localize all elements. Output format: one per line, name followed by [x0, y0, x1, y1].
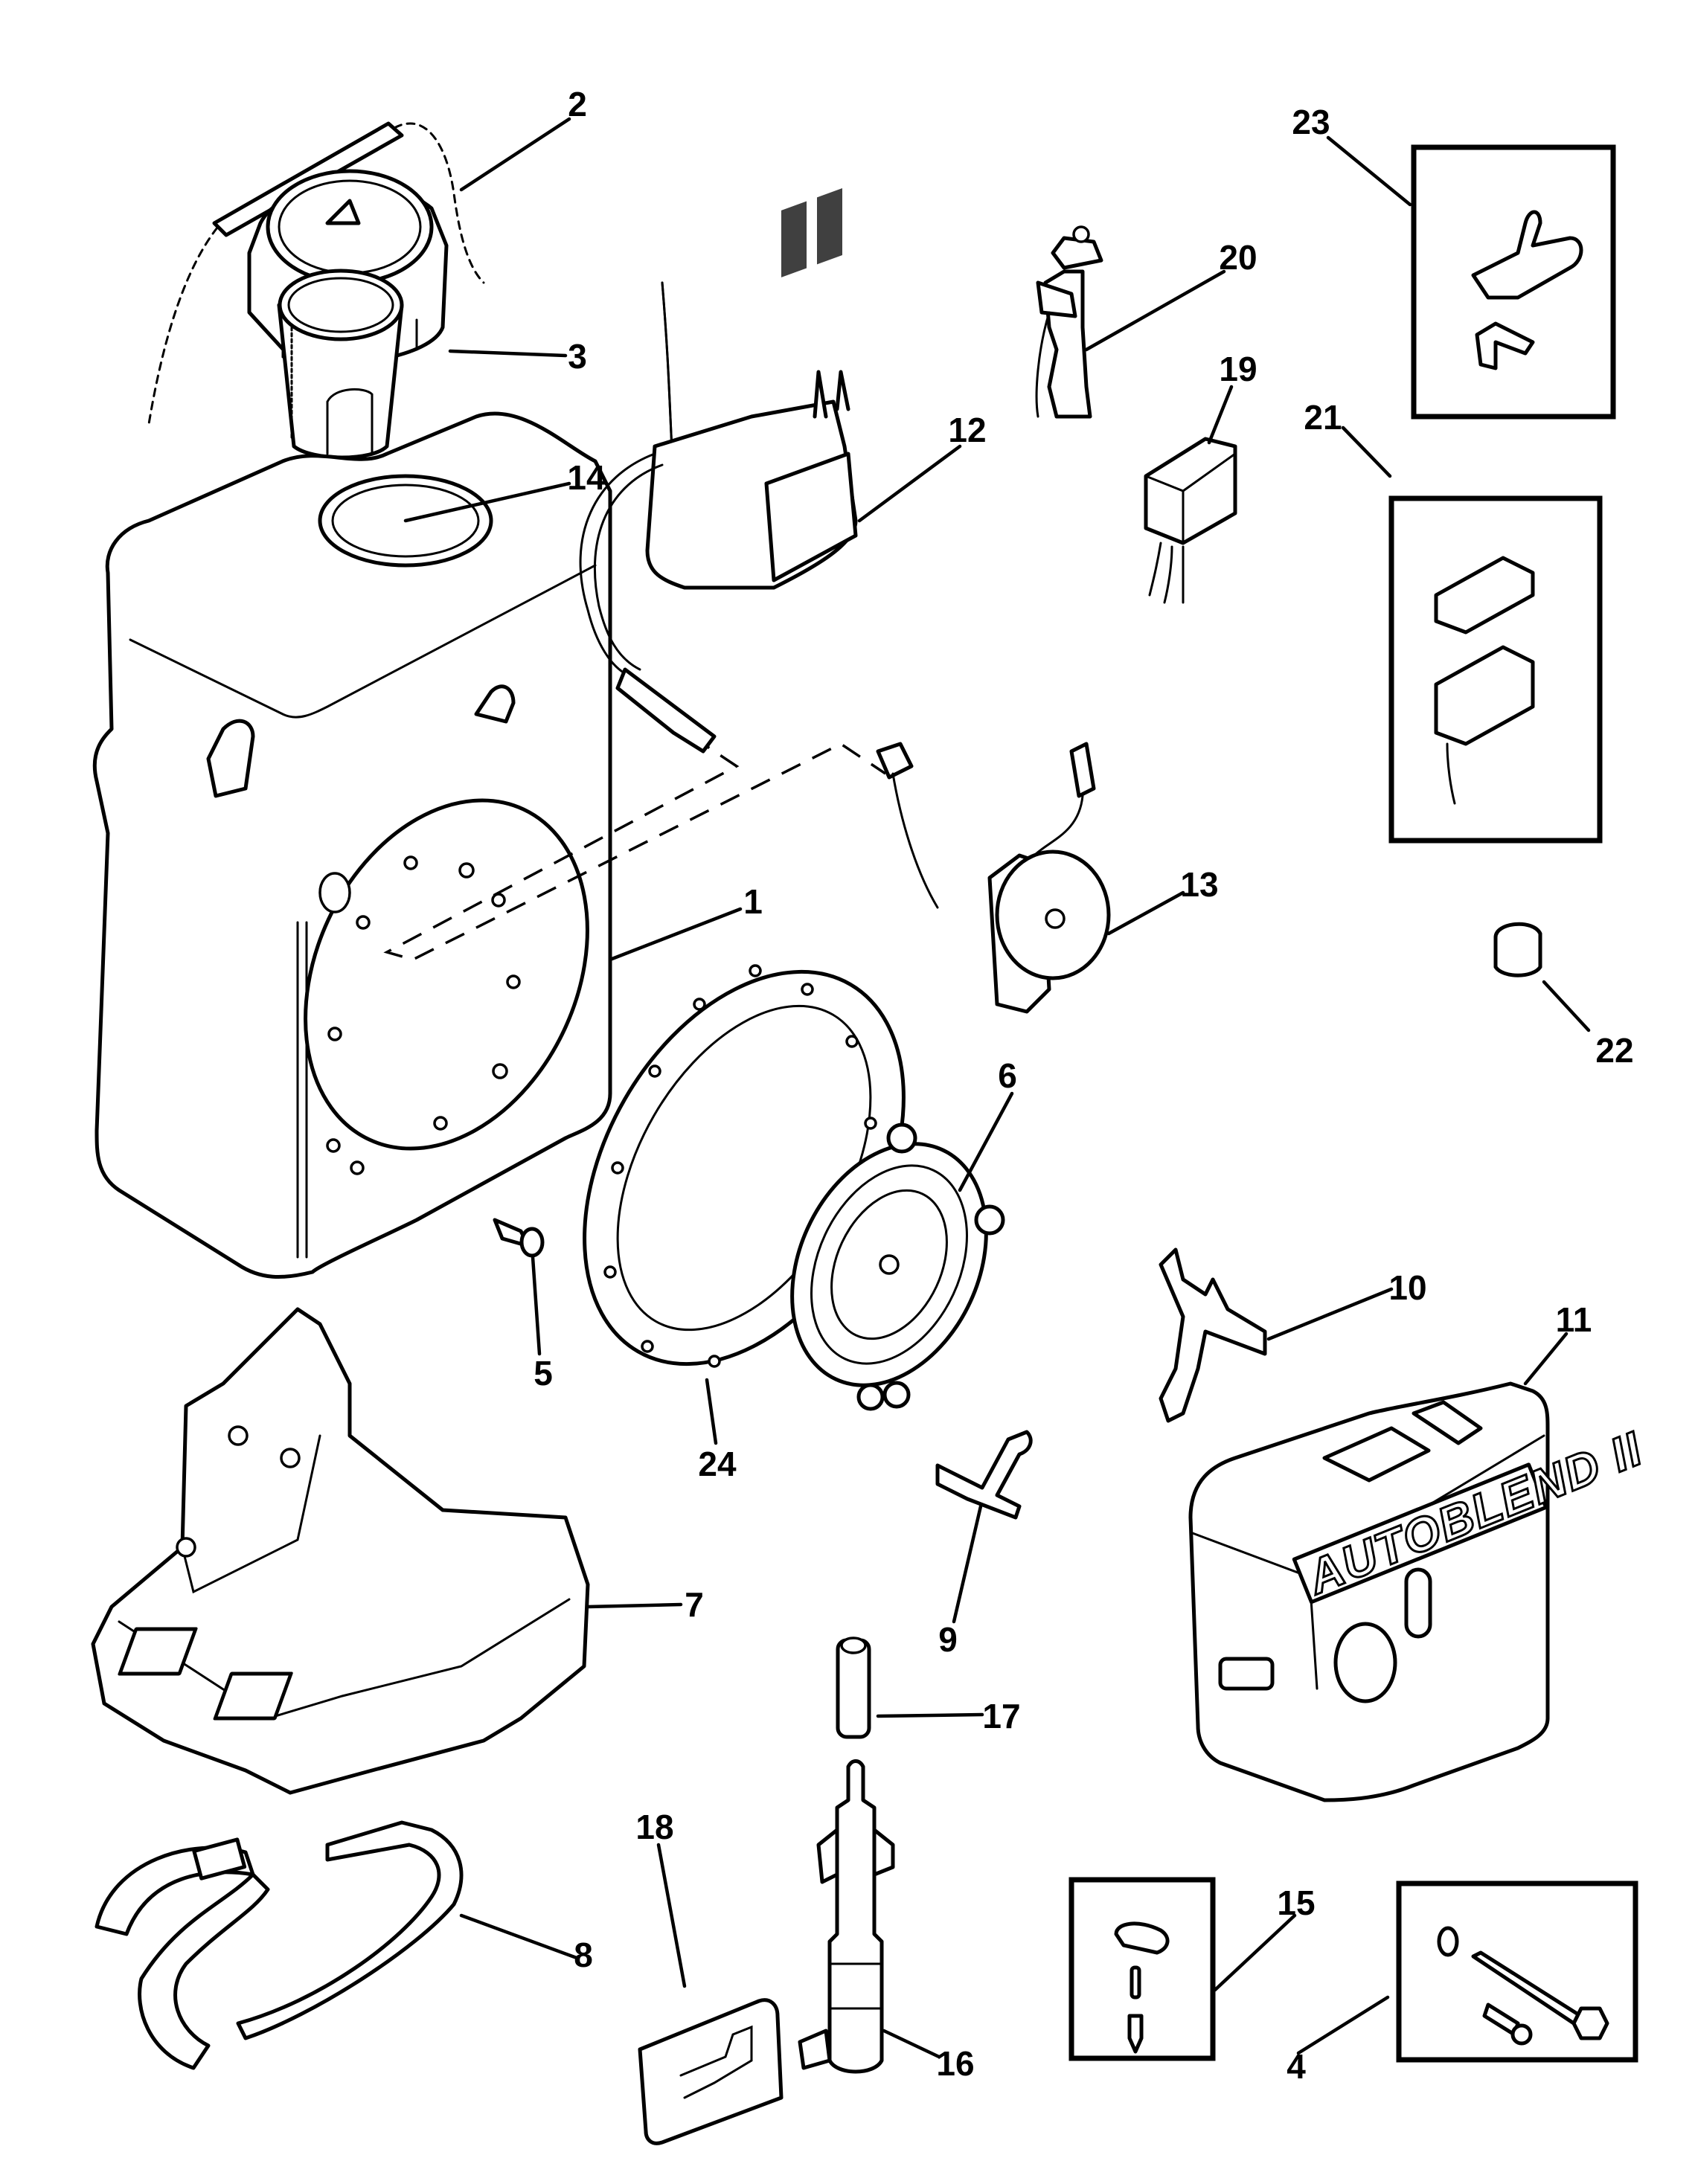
leader-11 [1523, 1332, 1569, 1386]
leader-15 [1213, 1913, 1297, 1992]
leader-5 [531, 1255, 542, 1356]
part-11-cover[interactable]: AUTOBLEND II [1188, 1381, 1651, 1802]
part-10-bracket[interactable] [1159, 1247, 1267, 1423]
callout-13[interactable]: 13 [1180, 865, 1218, 904]
leader-22 [1542, 980, 1591, 1032]
part-6-cover-plate[interactable] [754, 1112, 1023, 1417]
callout-20[interactable]: 20 [1219, 238, 1257, 277]
part-7-mounting-tray[interactable] [91, 1307, 590, 1795]
callout-12[interactable]: 12 [948, 411, 986, 449]
leader-18 [656, 1843, 687, 1988]
callout-9[interactable]: 9 [938, 1620, 958, 1659]
callout-10[interactable]: 10 [1388, 1268, 1426, 1307]
leader-6 [958, 1091, 1014, 1192]
leader-19 [1207, 385, 1234, 445]
callout-3[interactable]: 3 [568, 337, 587, 376]
callout-18[interactable]: 18 [635, 1808, 673, 1846]
callout-11[interactable]: 11 [1556, 1300, 1592, 1339]
leader-10 [1266, 1287, 1394, 1341]
part-5-screw[interactable] [493, 1218, 545, 1258]
leader-24 [705, 1378, 718, 1445]
leader-14 [403, 481, 571, 523]
part-19-module[interactable] [1144, 437, 1237, 604]
callout-23[interactable]: 23 [1292, 103, 1330, 141]
leader-9 [952, 1504, 983, 1624]
part-16-outlet-fitting[interactable] [798, 1759, 895, 2074]
part-23-bracket-kit[interactable] [1411, 144, 1616, 420]
callout-16[interactable]: 16 [936, 2044, 974, 2083]
part-9-clip[interactable] [935, 1430, 1033, 1520]
part-17-sleeve[interactable] [836, 1637, 871, 1739]
part-15-fitting-kit[interactable] [1068, 1877, 1216, 2061]
alignment-line [383, 735, 886, 961]
leader-12 [857, 444, 962, 523]
part-4-mounting-hardware-kit[interactable] [1396, 1881, 1638, 2063]
part-1-oil-tank[interactable] [92, 411, 641, 1279]
leader-1 [608, 907, 743, 962]
callout-4[interactable]: 4 [1287, 2047, 1306, 2086]
leader-3 [448, 349, 568, 358]
leader-lines [403, 117, 1591, 2059]
callout-1[interactable]: 1 [743, 882, 763, 921]
leader-13 [1106, 890, 1185, 936]
callout-15[interactable]: 15 [1277, 1883, 1315, 1922]
part-21-switch-housing-kit[interactable] [1388, 495, 1603, 844]
part-22-plug[interactable] [1493, 922, 1542, 977]
leader-23 [1326, 135, 1412, 207]
callout-17[interactable]: 17 [982, 1697, 1020, 1735]
leader-17 [876, 1712, 984, 1718]
callout-8[interactable]: 8 [574, 1936, 593, 1974]
leader-2 [459, 117, 571, 192]
part-13-sensor[interactable] [876, 742, 1111, 1014]
callout-14[interactable]: 14 [567, 458, 606, 497]
callout-19[interactable]: 19 [1219, 350, 1257, 388]
leader-21 [1341, 425, 1392, 478]
callout-6[interactable]: 6 [998, 1056, 1017, 1095]
callout-22[interactable]: 22 [1595, 1031, 1633, 1070]
callout-labels: 2 3 14 12 20 19 23 21 1 13 22 6 10 11 5 … [534, 85, 1633, 2086]
part-8-hold-down-strap[interactable] [94, 1820, 464, 2070]
callout-2[interactable]: 2 [568, 85, 587, 123]
part-12-filter-pickup[interactable] [579, 187, 858, 754]
callout-7[interactable]: 7 [685, 1585, 704, 1624]
leader-16 [882, 2029, 941, 2059]
callout-24[interactable]: 24 [698, 1445, 737, 1483]
part-14-filler-screen[interactable] [277, 269, 404, 460]
leader-8 [459, 1913, 579, 1960]
part-18-retainer[interactable] [638, 1998, 784, 2145]
leader-4 [1296, 1995, 1390, 2055]
leader-7 [586, 1602, 683, 1609]
part-20-switch-bracket[interactable] [1035, 225, 1103, 419]
leader-20 [1084, 269, 1226, 352]
callout-5[interactable]: 5 [534, 1354, 553, 1393]
callout-21[interactable]: 21 [1304, 398, 1342, 437]
